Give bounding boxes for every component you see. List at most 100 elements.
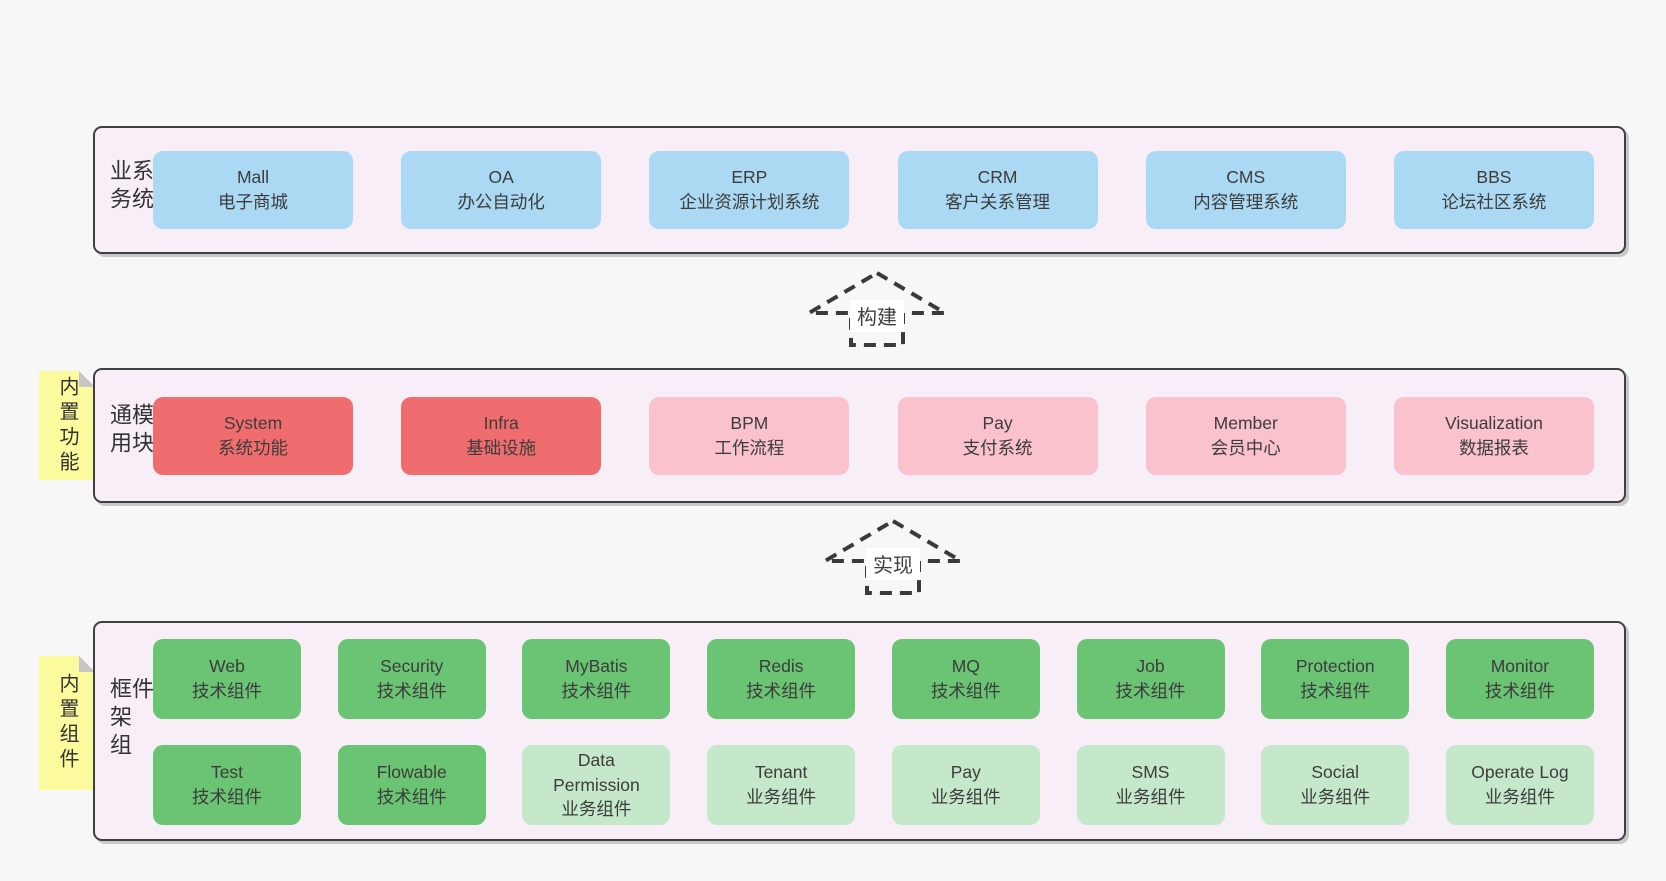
node-mybatis: MyBatis 技术组件 — [522, 639, 671, 719]
node-subtitle: 业务组件 — [1300, 787, 1371, 807]
node-subtitle: 业务组件 — [1484, 787, 1555, 807]
node-name: Redis — [758, 656, 804, 677]
node-subtitle: 技术组件 — [192, 681, 262, 701]
node-redis: Redis 技术组件 — [707, 639, 856, 719]
node-job: Job 技术组件 — [1076, 639, 1225, 719]
node-subtitle: 技术组件 — [1115, 681, 1186, 701]
band-label-common-modules: 通用模块 — [107, 402, 154, 459]
node-name: Test — [210, 762, 244, 783]
node-subtitle: 业务组件 — [561, 799, 632, 820]
node-name: Tenant — [754, 762, 808, 783]
node-pay-system: Pay 支付系统 — [897, 396, 1098, 475]
node-test: Test 技术组件 — [153, 745, 301, 825]
node-subtitle: 技术组件 — [561, 681, 632, 701]
node-subtitle: 基础设施 — [466, 437, 537, 458]
node-subtitle: 会员中心 — [1210, 437, 1281, 458]
node-subtitle: 技术组件 — [930, 681, 1001, 701]
node-subtitle: 技术组件 — [376, 787, 447, 807]
node-name: SMS — [1131, 762, 1170, 783]
node-mq: MQ 技术组件 — [891, 639, 1040, 719]
framework-components-row-1: Web 技术组件 Security 技术组件 MyBatis 技术组件 Redi… — [153, 639, 1594, 719]
node-subtitle: 办公自动化 — [457, 192, 545, 212]
node-name: CMS — [1226, 167, 1266, 188]
node-infra: Infra 基础设施 — [401, 396, 602, 475]
arrow-label: 构建 — [857, 306, 897, 329]
node-subtitle: 业务组件 — [930, 787, 1001, 807]
up-arrow-build-icon: 构建 — [806, 270, 948, 347]
node-erp: ERP 企业资源计划系统 — [649, 151, 850, 229]
arrow-label: 实现 — [873, 554, 913, 577]
node-name: Member — [1213, 412, 1278, 433]
node-operate-log: Operate Log 业务组件 — [1445, 745, 1594, 825]
sticky-note-built-in-features: 内置功能 — [39, 371, 95, 480]
sticky-note-built-in-components: 内置组件 — [39, 656, 95, 790]
folded-corner-icon — [79, 656, 95, 672]
node-name: Job — [1136, 656, 1165, 677]
node-subtitle: 企业资源计划系统 — [679, 192, 820, 212]
node-name: BPM — [730, 412, 769, 433]
band-label-business-systems: 业务系统 — [107, 159, 154, 215]
dashed-arrow-outline — [806, 270, 948, 347]
sticky-note-label: 内置组件 — [56, 673, 78, 773]
framework-components-row-2: Test 技术组件 Flowable 技术组件 Data Permission … — [153, 745, 1594, 825]
node-subtitle: 技术组件 — [192, 787, 262, 807]
band-framework-components: 框架组件 Web 技术组件 Security 技术组件 MyBatis 技术组件… — [93, 621, 1626, 841]
node-bbs: BBS 论坛社区系统 — [1393, 151, 1594, 229]
sticky-note-label: 内置功能 — [56, 375, 78, 476]
node-security: Security 技术组件 — [337, 639, 486, 719]
node-bpm: BPM 工作流程 — [649, 396, 850, 475]
node-name: Monitor — [1490, 656, 1550, 677]
node-name: BBS — [1476, 167, 1512, 188]
node-name: MQ — [951, 656, 980, 677]
node-protection: Protection 技术组件 — [1261, 639, 1410, 719]
folded-corner-icon — [79, 371, 95, 387]
node-subtitle: 技术组件 — [376, 681, 447, 701]
node-cms: CMS 内容管理系统 — [1145, 151, 1346, 229]
node-subtitle: 论坛社区系统 — [1441, 192, 1547, 212]
band-label-framework-components: 框架组件 — [107, 677, 154, 761]
node-name: Data Permission — [553, 749, 640, 795]
node-name: Pay — [950, 762, 981, 783]
node-name: Web — [209, 656, 245, 677]
node-tenant: Tenant 业务组件 — [707, 745, 856, 825]
business-systems-row: Mall 电子商城 OA 办公自动化 ERP 企业资源计划系统 CRM 客户关系… — [153, 151, 1594, 229]
node-name: Visualization — [1444, 412, 1543, 433]
node-monitor: Monitor 技术组件 — [1445, 639, 1594, 719]
common-modules-row: System 系统功能 Infra 基础设施 BPM 工作流程 Pay 支付系统… — [153, 396, 1594, 475]
node-system: System 系统功能 — [153, 396, 353, 475]
arrow-label-bg — [866, 548, 920, 580]
node-mall: Mall 电子商城 — [153, 151, 353, 229]
node-name: Flowable — [376, 762, 447, 783]
node-visualization: Visualization 数据报表 — [1393, 396, 1594, 475]
node-flowable: Flowable 技术组件 — [337, 745, 486, 825]
up-arrow-implement-icon: 实现 — [822, 518, 964, 595]
node-name: System — [223, 412, 283, 433]
node-name: Pay — [982, 412, 1013, 433]
node-subtitle: 工作流程 — [714, 437, 785, 458]
node-crm: CRM 客户关系管理 — [897, 151, 1098, 229]
node-subtitle: 客户关系管理 — [945, 192, 1051, 212]
arrow-label-bg — [850, 300, 904, 332]
node-member: Member 会员中心 — [1145, 396, 1346, 475]
node-subtitle: 支付系统 — [962, 437, 1033, 458]
node-pay-component: Pay 业务组件 — [891, 745, 1040, 825]
node-subtitle: 技术组件 — [1300, 681, 1371, 701]
node-subtitle: 技术组件 — [746, 681, 817, 701]
node-name: OA — [488, 167, 514, 188]
node-name: CRM — [977, 167, 1018, 188]
node-subtitle: 内容管理系统 — [1193, 192, 1299, 212]
band-common-modules: 通用模块 System 系统功能 Infra 基础设施 BPM 工作流程 Pay… — [93, 368, 1626, 503]
node-name: Protection — [1295, 656, 1375, 677]
dashed-arrow-outline — [822, 518, 964, 595]
node-name: Mall — [236, 167, 270, 188]
node-name: Infra — [483, 412, 519, 433]
node-name: MyBatis — [565, 656, 628, 677]
node-name: Security — [380, 656, 444, 677]
node-name: ERP — [731, 167, 768, 188]
node-data-permission: Data Permission 业务组件 — [522, 745, 671, 825]
node-name: Social — [1311, 762, 1360, 783]
node-subtitle: 业务组件 — [746, 787, 817, 807]
node-name: Operate Log — [1471, 762, 1569, 783]
node-oa: OA 办公自动化 — [401, 151, 602, 229]
